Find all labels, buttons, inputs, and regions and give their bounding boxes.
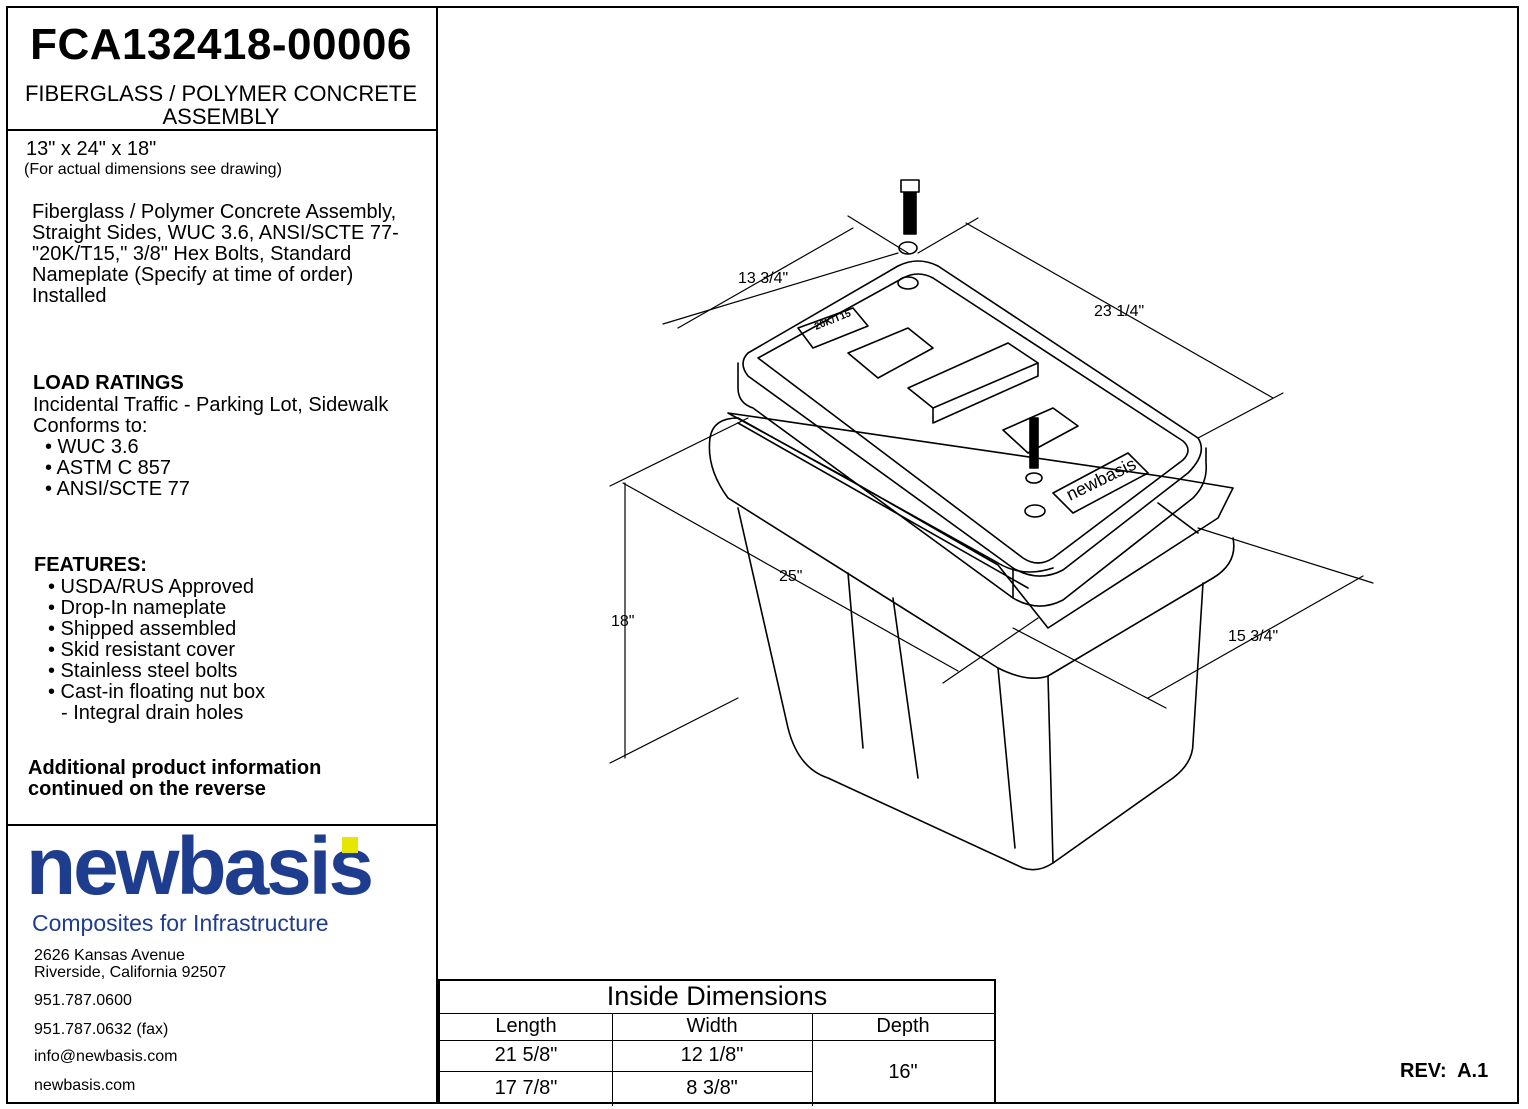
revision: REV: A.1 [1400,1060,1488,1083]
nominal-size: 13" x 24" x 18" [26,138,157,160]
feature-item: • Skid resistant cover [48,639,236,661]
features-heading: FEATURES: [34,554,147,576]
additional-info: Additional product information continued… [28,758,321,800]
company-logo: newbasis Composites for Infrastructure [26,826,416,937]
logo-wordmark: newbasis [26,821,374,912]
box-isometric-drawing: 13 3/4" 23 1/4" 25" 15 3/4" 18" 20K/T15 … [609,179,1374,871]
table-rule [612,1013,613,1106]
dim-body-width: 15 3/4" [1228,628,1278,645]
standard-item: • ANSI/SCTE 77 [45,478,190,500]
additional-line: continued on the reverse [28,778,266,800]
lid-brand-nameplate: newbasis [1063,454,1139,505]
part-number: FCA132418-00006 [30,20,412,69]
description-line: Nameplate (Specify at time of order) [32,264,354,286]
email: info@newbasis.com [34,1048,178,1065]
description-line: Installed [32,285,107,307]
length-value: 17 7/8" [494,1077,558,1099]
dim-body-length: 25" [779,568,802,585]
box-body [708,412,1235,871]
logo-tagline: Composites for Infrastructure [32,910,329,936]
size-note: (For actual dimensions see drawing) [24,161,282,178]
load-traffic: Incidental Traffic - Parking Lot, Sidewa… [33,394,389,416]
description-line: "20K/T15," 3/8" Hex Bolts, Standard [32,243,352,265]
product-title-line1: FIBERGLASS / POLYMER CONCRETE [24,81,417,106]
spec-panel: FCA132418-00006 FIBERGLASS / POLYMER CON… [6,6,438,1104]
phone: 951.787.0600 [34,992,132,1009]
fax: 951.787.0632 (fax) [34,1021,169,1038]
divider [6,129,436,131]
address-line2: Riverside, California 92507 [34,964,227,981]
dim-height: 18" [611,613,634,630]
length-value: 21 5/8" [494,1044,558,1066]
dimension-lines [609,215,1374,764]
description-line: Straight Sides, WUC 3.6, ANSI/SCTE 77- [32,222,399,244]
revision-label: REV: [1400,1060,1447,1082]
dim-lid-width: 13 3/4" [738,270,788,287]
table-title: Inside Dimensions [606,981,828,1011]
box-lid [737,260,1208,607]
divider [6,824,436,826]
table-rule [440,1013,994,1014]
additional-line: Additional product information [28,757,322,779]
load-ratings: LOAD RATINGS Incidental Traffic - Parkin… [33,372,388,500]
standard-item: • ASTM C 857 [45,457,171,479]
load-ratings-heading: LOAD RATINGS [33,372,184,394]
feature-subitem: - Integral drain holes [61,702,244,724]
depth-value: 16" [888,1061,918,1083]
feature-item: • Shipped assembled [48,618,237,640]
conforms-label: Conforms to: [33,415,148,437]
website: newbasis.com [34,1077,136,1094]
inside-dimensions-table: Inside Dimensions Length Width Depth 21 … [438,979,996,1106]
feature-item: • Cast-in floating nut box [48,681,266,703]
width-value: 12 1/8" [680,1044,744,1066]
description-line: Fiberglass / Polymer Concrete Assembly, [32,201,397,223]
feature-item: • USDA/RUS Approved [48,576,254,598]
table-rule [812,1013,813,1106]
features: FEATURES: • USDA/RUS Approved • Drop-In … [34,554,265,724]
feature-item: • Stainless steel bolts [48,660,238,682]
header-depth: Depth [876,1015,930,1037]
table-rule [440,1040,994,1041]
product-description: Fiberglass / Polymer Concrete Assembly, … [32,202,432,307]
standard-item: • WUC 3.6 [45,436,139,458]
product-title-line2: ASSEMBLY [162,104,280,129]
product-title: FIBERGLASS / POLYMER CONCRETE ASSEMBLY [6,82,436,128]
width-value: 8 3/8" [686,1077,738,1099]
logo-square-icon [342,837,358,853]
hex-bolt-icon [897,179,920,290]
revision-value: A.1 [1457,1060,1489,1082]
hex-bolt-icon [1024,417,1046,518]
table-rule [440,1071,812,1072]
address-line1: 2626 Kansas Avenue [34,947,185,964]
header-width: Width [686,1015,738,1037]
sheet-border [6,6,1519,1104]
header-length: Length [495,1015,557,1037]
dim-lid-length: 23 1/4" [1094,303,1144,320]
feature-item: • Drop-In nameplate [48,597,227,619]
